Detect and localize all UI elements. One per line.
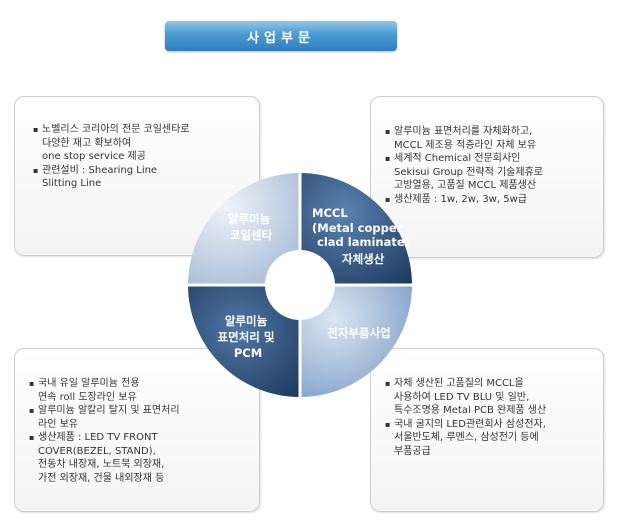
bullet-line: 서울반도체, 루멘스, 삼성전기 등에 (394, 432, 539, 443)
section-title-bar: 사업부문 (165, 21, 397, 51)
bullet-item: 알루미늄 표면처리를 자체화하고, MCCL 제조용 적층라인 자체 보유 (385, 125, 543, 152)
segment-surface-treatment (188, 285, 300, 397)
bullet-line: 생산제품 : 1w, 2w, 3w, 5w급 (394, 193, 527, 205)
bullet-line: 사용하여 LED TV BLU 및 일반, (394, 391, 530, 403)
bullet-item: 생산제품 : 1w, 2w, 3w, 5w급 (385, 193, 543, 207)
bullet-line: one stop service 제공 (42, 151, 146, 162)
bullet-line: 전동차 내장재, 노트북 외장재, (38, 459, 165, 470)
bullet-line: 알루미늄 표면처리를 자체화하고, (394, 126, 533, 137)
bullet-line: 고방열용, 고품질 MCCL 제품생산 (394, 180, 537, 191)
bullet-line: 생산제품 : LED TV FRONT (38, 432, 158, 443)
label-coil-center: 알루미늄 코일센타 (228, 212, 274, 242)
bullet-item: 생산제품 : LED TV FRONT COVER(BEZEL, STAND), 전… (29, 431, 180, 485)
bullet-line: Sekisui Group 전략적 기술제휴로 (394, 166, 543, 178)
info-box-mccl: 알루미늄 표면처리를 자체화하고,MCCL 제조용 적층라인 자체 보유세계적 … (370, 96, 604, 258)
bullet-line: 노벨리스 코리아의 전문 코일센타로 (42, 124, 190, 135)
segment-electronic-parts (300, 285, 412, 397)
label-surface-treatment: 알루미늄 표면처리 및 PCM (218, 314, 279, 360)
bullet-line: 부품공급 (394, 445, 431, 457)
segment-coil-center (188, 173, 300, 285)
bullet-item: 세계적 Chemical 전문회사인 Sekisui Group 전략적 기술제휴… (385, 152, 543, 193)
label-mccl: MCCL (Metal copper clad laminate) 자체생산 (312, 206, 414, 266)
bullet-line: 자체 생산된 고품질의 MCCL을 (394, 378, 524, 389)
wheel-center-hole (265, 250, 335, 320)
bullet-line: 가전 외장재, 건물 내외장재 등 (38, 472, 165, 484)
bullet-list-mccl: 알루미늄 표면처리를 자체화하고,MCCL 제조용 적층라인 자체 보유세계적 … (385, 125, 543, 206)
bullet-line: 국내 굴지의 LED관련회사 삼성전자, (394, 418, 546, 430)
bullet-line: 관련설비 : Shearing Line (42, 164, 158, 176)
segment-mccl (300, 173, 412, 285)
bullet-line: 알루미늄 알칼리 탈지 및 표면처리 (38, 405, 180, 416)
section-title: 사업부문 (247, 30, 315, 46)
bullet-line: Slitting Line (42, 178, 102, 189)
label-electronic-parts: 전자부품사업 (327, 326, 390, 340)
bullet-line: 특수조명용 Metal PCB 완제품 생산 (394, 405, 547, 416)
bullet-line: 라인 보유 (38, 418, 78, 430)
bullet-line: MCCL 제조용 적층라인 자체 보유 (394, 139, 537, 151)
business-segment-wheel: 알루미늄 코일센타 MCCL (Metal copper clad lamina… (186, 171, 414, 399)
bullet-line: 다양한 재고 확보하여 (42, 137, 132, 149)
bullet-line: 국내 유일 알루미늄 전용 (38, 378, 140, 389)
bullet-line: 세계적 Chemical 전문회사인 (394, 153, 521, 164)
bullet-item: 국내 굴지의 LED관련회사 삼성전자, 서울반도체, 루멘스, 삼성전기 등에부… (385, 418, 546, 459)
bullet-line: COVER(BEZEL, STAND), (38, 445, 156, 457)
bullet-line: 연속 roll 도장라인 보유 (38, 391, 137, 403)
